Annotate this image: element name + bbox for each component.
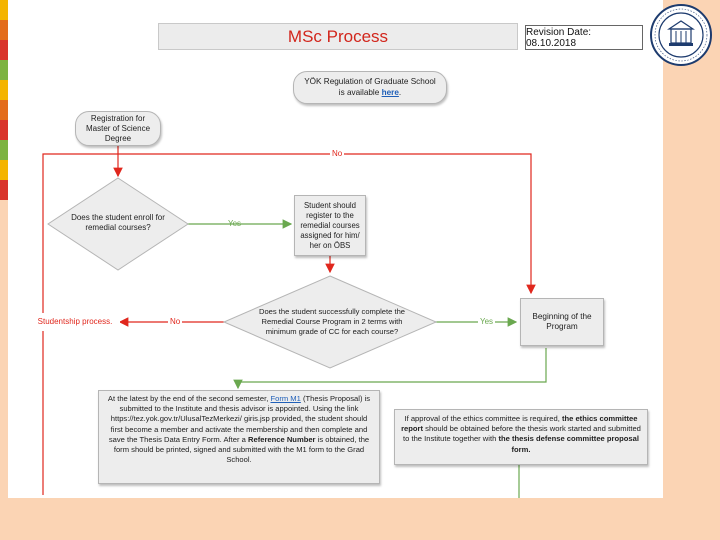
m1-text-2: (Thesis Proposal) is submitted to the In… [108, 394, 371, 444]
label-yes-left: Yes [228, 219, 242, 228]
q-remedial-label: Does the student enroll for remedial cou… [71, 213, 165, 232]
diamond-remedial [47, 177, 189, 271]
yok-regulation-box: YÖK Regulation of Graduate School is ava… [293, 71, 447, 104]
registration-box: Registration for Master of Science Degre… [75, 111, 161, 146]
m1-text-3: is obtained, the form should be printed,… [113, 434, 370, 465]
yok-after: . [398, 87, 402, 97]
beginning-box: Beginning of the Program [520, 298, 604, 346]
label-yes-right: Yes [478, 317, 496, 326]
register-remedial-box: Student should register to the remedial … [294, 195, 366, 256]
ethics-report: the ethics committee report [401, 414, 638, 434]
diamond-complete [222, 275, 438, 369]
stop-label: Studentship process. [30, 313, 120, 331]
yok-here-link[interactable]: here [381, 87, 399, 97]
yok-line2: is available [338, 87, 380, 97]
ethics-text-1: If approval of the ethics committee is r… [404, 414, 560, 423]
q-complete-label: Does the student successfully complete t… [258, 307, 406, 336]
m1-reference-number: Reference Number [247, 434, 316, 444]
flowchart-connectors [42, 145, 547, 498]
label-no-left: No [168, 317, 183, 326]
edge-beginning-to-m1 [233, 348, 547, 390]
ethics-defense-form: the thesis defense committee proposal fo… [498, 434, 639, 454]
left-color-stripe [0, 0, 8, 200]
slide-page: MSc Process Revision Date: 08.10.2018 YÖ… [8, 0, 663, 498]
m1-form-link[interactable]: Form M1 [270, 394, 301, 403]
m1-form-box: At the latest by the end of the second s… [98, 390, 380, 484]
title-bar: MSc Process [158, 23, 518, 50]
yok-line1: YÖK Regulation of Graduate School [304, 77, 436, 86]
institute-seal-icon [650, 4, 712, 66]
page-title: MSc Process [287, 26, 389, 46]
m1-text-1: At the latest by the end of the second s… [107, 394, 269, 403]
ethics-text-2: should be obtained before the thesis wor… [403, 424, 641, 444]
ethics-box: If approval of the ethics committee is r… [394, 409, 648, 465]
label-no-top: No [330, 149, 345, 158]
revision-date: Revision Date: 08.10.2018 [525, 25, 643, 50]
